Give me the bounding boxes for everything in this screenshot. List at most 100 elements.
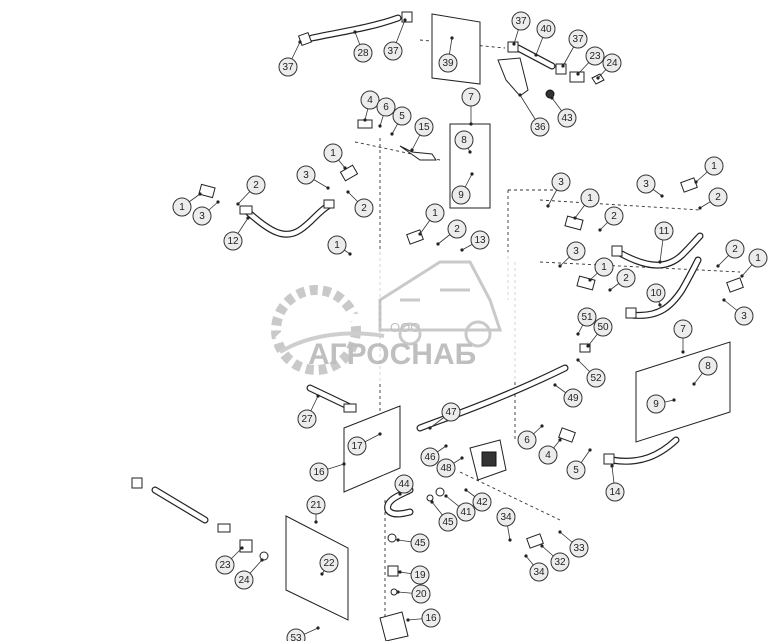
callout-2: 2 bbox=[616, 268, 636, 288]
callout-label: 45 bbox=[442, 517, 454, 528]
callout-label: 27 bbox=[301, 414, 313, 425]
callout-label: 2 bbox=[715, 192, 721, 203]
leader-tip-c37b bbox=[403, 18, 407, 22]
detail-box-16 bbox=[343, 405, 401, 493]
callout-bubble bbox=[278, 57, 298, 77]
callout-label: 2 bbox=[454, 224, 460, 235]
callout-24: 24 bbox=[602, 53, 622, 73]
callout-7: 7 bbox=[461, 87, 481, 107]
callout-2: 2 bbox=[725, 239, 745, 259]
fitting-hose11-end bbox=[611, 245, 623, 257]
callout-label: 47 bbox=[445, 407, 457, 418]
callout-bubble bbox=[551, 172, 571, 192]
callout-41: 41 bbox=[456, 502, 476, 522]
callout-21: 21 bbox=[306, 495, 326, 515]
fitting-32 bbox=[526, 533, 544, 549]
callout-label: 16 bbox=[425, 613, 437, 624]
callout-label: 3 bbox=[741, 311, 747, 322]
callout-8: 8 bbox=[698, 356, 718, 376]
callout-11: 11 bbox=[654, 221, 674, 241]
callout-bubble bbox=[698, 356, 718, 376]
leader-tip-c2a bbox=[236, 202, 240, 206]
callout-label: 6 bbox=[383, 102, 389, 113]
callout-bubble bbox=[708, 187, 728, 207]
callout-label: 3 bbox=[643, 179, 649, 190]
dash-line-upper-right bbox=[539, 199, 701, 211]
callout-bubble bbox=[410, 565, 430, 585]
fitting-1c bbox=[406, 229, 424, 245]
leader-tip-c50 bbox=[586, 344, 590, 348]
leader-tip-c16a bbox=[342, 462, 346, 466]
callout-label: 4 bbox=[545, 450, 551, 461]
callout-9: 9 bbox=[646, 394, 666, 414]
callout-bubble bbox=[496, 507, 516, 527]
callout-bubble bbox=[327, 235, 347, 255]
callout-3: 3 bbox=[551, 172, 571, 192]
leader-tip-c6a bbox=[378, 124, 382, 128]
callout-bubble bbox=[580, 188, 600, 208]
callout-bubble bbox=[461, 87, 481, 107]
callout-label: 4 bbox=[367, 95, 373, 106]
leader-tip-c3f bbox=[722, 298, 726, 302]
callout-label: 42 bbox=[476, 497, 488, 508]
callout-bubble bbox=[470, 230, 490, 250]
leader-tip-c37c bbox=[512, 42, 516, 46]
callout-label: 13 bbox=[474, 235, 486, 246]
callout-label: 2 bbox=[623, 273, 629, 284]
washer-45a bbox=[426, 494, 434, 502]
callout-17: 17 bbox=[347, 436, 367, 456]
leader-tip-c1e bbox=[573, 216, 577, 220]
callout-bubble bbox=[748, 248, 768, 268]
callout-52: 52 bbox=[586, 368, 606, 388]
callout-label: 2 bbox=[361, 203, 367, 214]
callout-14: 14 bbox=[605, 482, 625, 502]
callout-label: 9 bbox=[458, 190, 464, 201]
leader-tip-c2d bbox=[598, 228, 602, 232]
leader-tip-c24b bbox=[260, 558, 264, 562]
leader-tip-c33 bbox=[558, 530, 562, 534]
callout-label: 8 bbox=[461, 135, 467, 146]
detail-box-21 bbox=[285, 515, 349, 621]
leader-tip-c53 bbox=[316, 626, 320, 630]
callout-40: 40 bbox=[536, 19, 556, 39]
callout-33: 33 bbox=[569, 538, 589, 558]
callout-label: 46 bbox=[424, 452, 436, 463]
callout-23: 23 bbox=[215, 555, 235, 575]
leader-tip-c3d bbox=[660, 194, 664, 198]
fitting-lower-left bbox=[217, 523, 231, 533]
leader-tip-c17 bbox=[378, 432, 382, 436]
callout-37: 37 bbox=[568, 29, 588, 49]
callout-37: 37 bbox=[278, 57, 298, 77]
callout-label: 48 bbox=[440, 463, 452, 474]
callout-1: 1 bbox=[425, 203, 445, 223]
leader-tip-c2e bbox=[698, 206, 702, 210]
callout-label: 50 bbox=[597, 322, 609, 333]
callout-3: 3 bbox=[636, 174, 656, 194]
fitting-hose10-end bbox=[625, 307, 637, 319]
callout-bubble bbox=[454, 130, 474, 150]
callout-label: 33 bbox=[573, 543, 585, 554]
leader-tip-c14 bbox=[610, 464, 614, 468]
leader-tip-c3e bbox=[558, 264, 562, 268]
fitting-hose12-end bbox=[239, 205, 253, 215]
callout-2: 2 bbox=[354, 198, 374, 218]
callout-bubble bbox=[734, 306, 754, 326]
callout-label: 5 bbox=[573, 465, 579, 476]
callout-label: 1 bbox=[330, 148, 336, 159]
callout-1: 1 bbox=[327, 235, 347, 255]
callout-bubble bbox=[538, 445, 558, 465]
callout-bubble bbox=[376, 97, 396, 117]
callout-label: 6 bbox=[524, 435, 530, 446]
leader-tip-c1d bbox=[348, 252, 352, 256]
callout-bubble bbox=[472, 492, 492, 512]
callout-23: 23 bbox=[585, 46, 605, 66]
callout-1: 1 bbox=[323, 143, 343, 163]
callout-51: 51 bbox=[577, 307, 597, 327]
callout-label: 12 bbox=[227, 236, 239, 247]
fitting-37c bbox=[507, 41, 519, 53]
callout-39: 39 bbox=[438, 53, 458, 73]
callout-bubble bbox=[605, 482, 625, 502]
callout-bubble bbox=[441, 402, 461, 422]
fitting-4b bbox=[558, 427, 576, 443]
